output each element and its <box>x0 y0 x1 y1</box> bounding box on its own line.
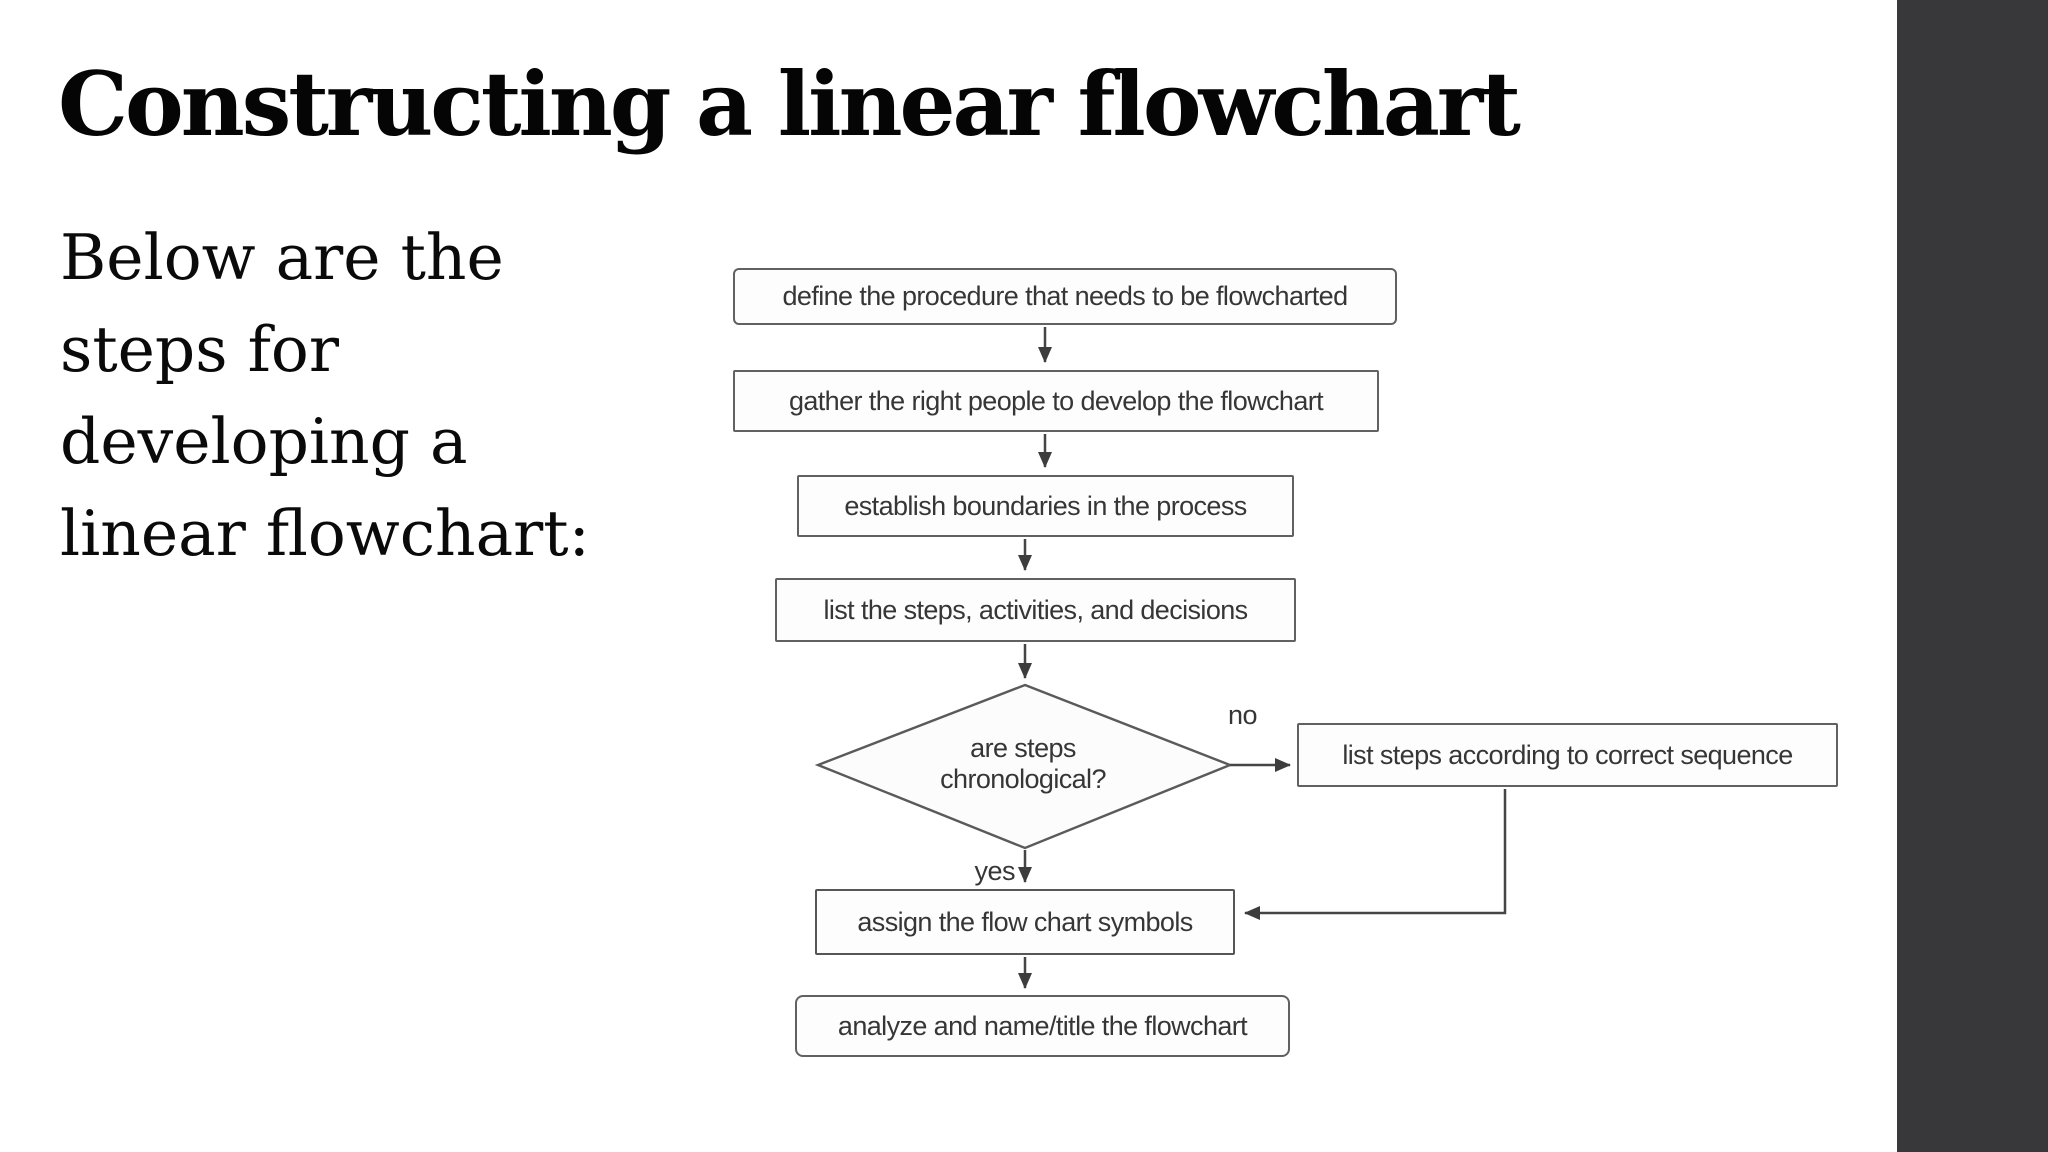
decision-label-line1: are steps <box>970 733 1076 763</box>
branch-label-no: no <box>1228 700 1258 730</box>
subtitle-line: Below are the <box>60 221 504 294</box>
subtitle-line: linear flowchart: <box>60 497 590 570</box>
slide-subtitle: Below are the steps for developing a lin… <box>60 212 680 580</box>
subtitle-line: steps for <box>60 313 339 386</box>
node-gather: gather the right people to develop the f… <box>733 370 1379 432</box>
node-list-steps: list the steps, activities, and decision… <box>775 578 1296 642</box>
decision-diamond-label: are steps chronological? <box>893 733 1153 795</box>
node-establish: establish boundaries in the process <box>797 475 1294 537</box>
node-analyze: analyze and name/title the flowchart <box>795 995 1290 1057</box>
node-define: define the procedure that needs to be fl… <box>733 268 1397 325</box>
branch-label-yes: yes <box>974 856 1015 886</box>
page-title: Constructing a linear flowchart <box>58 52 1521 156</box>
edge-sequence-assign-return <box>1244 789 1507 920</box>
node-sequence: list steps according to correct sequence <box>1297 723 1838 787</box>
right-dark-panel <box>1897 0 2048 1152</box>
subtitle-line: developing a <box>60 405 468 478</box>
node-assign: assign the flow chart symbols <box>815 889 1235 955</box>
decision-label-line2: chronological? <box>940 764 1106 794</box>
